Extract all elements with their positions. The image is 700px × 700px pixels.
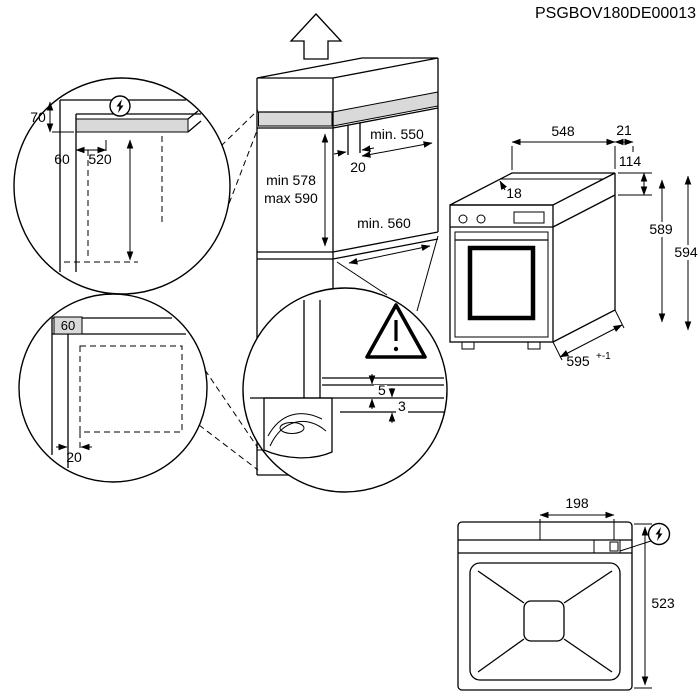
dimension-niche-height: min 578 max 590 bbox=[264, 133, 329, 247]
detail-top-left-callout: 70 60 520 bbox=[13, 77, 231, 295]
shelf-highlight-front bbox=[258, 111, 333, 127]
dimension-niche-depth: min. 560 bbox=[348, 215, 431, 265]
document-code: PSGBOV180DE00013 bbox=[535, 5, 696, 22]
warning-icon bbox=[365, 303, 427, 359]
detail-circle bbox=[242, 287, 448, 493]
niche-height-max-label: max 590 bbox=[264, 190, 318, 206]
dimension-connection-offset: 198 bbox=[539, 495, 615, 540]
front-gap-label: 20 bbox=[66, 449, 82, 465]
niche-width-label: min. 550 bbox=[370, 126, 424, 142]
dimension-front-gap: 20 bbox=[56, 443, 92, 465]
back-panel-embossing bbox=[469, 562, 621, 681]
dimension-front-setback: 60 bbox=[54, 140, 107, 167]
control-knob bbox=[476, 214, 486, 224]
niche-depth-label: min. 560 bbox=[357, 215, 411, 231]
dimension-depth: 595 +-1 bbox=[552, 309, 625, 369]
top-clearance-label: 70 bbox=[30, 109, 46, 125]
depth-label: 595 bbox=[566, 353, 590, 369]
dimension-lower-height: 520 bbox=[88, 139, 134, 261]
control-knob bbox=[458, 214, 468, 224]
direction-up-arrow-icon bbox=[289, 13, 343, 60]
connection-offset-label: 198 bbox=[565, 495, 589, 511]
dimension-back-height: 523 bbox=[634, 523, 675, 689]
cabinet-niche-drawing: min. 550 20 min 578 max 590 min. 560 bbox=[198, 13, 439, 476]
back-height-label: 523 bbox=[651, 595, 675, 611]
niche-height-min-label: min 578 bbox=[266, 172, 316, 188]
dimension-overall-height: 594 bbox=[669, 175, 700, 331]
shelf-highlight-detail bbox=[75, 118, 189, 133]
dimension-niche-width: min. 550 bbox=[361, 126, 433, 158]
detail-bottom-center-callout: 5 3 bbox=[242, 287, 448, 493]
upper-gap-label: 5 bbox=[378, 382, 386, 398]
lower-height-label: 520 bbox=[88, 151, 112, 167]
detail-bottom-left-callout: 60 20 bbox=[18, 293, 208, 483]
oven-foot bbox=[461, 341, 475, 350]
niche-rear-gap-label: 20 bbox=[350, 159, 366, 175]
dimension-lower-gap: 3 bbox=[388, 388, 408, 423]
connection-bracket bbox=[593, 539, 621, 554]
dimension-panel-height: 114 bbox=[618, 153, 652, 196]
oven-back-view-drawing: 198 523 bbox=[457, 495, 675, 691]
callout-lines bbox=[198, 109, 439, 471]
oven-isometric-drawing: 548 21 18 114 589 594 bbox=[449, 122, 700, 369]
control-display bbox=[513, 211, 545, 224]
panel-height-label: 114 bbox=[619, 153, 642, 169]
dimension-niche-rear-gap: 20 bbox=[333, 145, 375, 175]
corner-clearance-highlight bbox=[53, 316, 83, 335]
body-height-label: 589 bbox=[649, 221, 673, 237]
front-setback-label: 60 bbox=[54, 151, 70, 167]
oven-width-label: 548 bbox=[551, 123, 575, 139]
shelf-highlight-side bbox=[332, 91, 439, 127]
dimension-top-inset: 18 bbox=[499, 180, 522, 201]
corner-clearance-label: 60 bbox=[61, 318, 75, 333]
oven-body bbox=[449, 172, 616, 350]
dimension-oven-width: 548 bbox=[511, 123, 616, 170]
mounting-rail bbox=[458, 539, 632, 554]
power-connection-icon bbox=[109, 95, 131, 117]
dimension-top-clearance: 70 bbox=[30, 101, 74, 133]
dimension-body-height: 589 bbox=[644, 179, 679, 323]
lower-gap-label: 3 bbox=[398, 398, 406, 414]
top-inset-label: 18 bbox=[506, 185, 522, 201]
depth-tolerance-label: +-1 bbox=[596, 351, 611, 362]
oven-door bbox=[454, 231, 549, 338]
power-connection-icon bbox=[619, 522, 671, 552]
rear-trim-label: 21 bbox=[616, 122, 632, 138]
dimension-upper-gap: 5 bbox=[368, 374, 387, 409]
back-panel-outline bbox=[457, 521, 633, 691]
door-window bbox=[467, 245, 536, 321]
detail-circle bbox=[18, 293, 208, 483]
dimension-rear-trim: 21 bbox=[614, 122, 634, 152]
wood-grain-panel bbox=[263, 397, 333, 459]
oven-foot bbox=[527, 341, 541, 350]
front-edge-section-lines bbox=[250, 300, 444, 413]
overall-height-label: 594 bbox=[674, 244, 698, 260]
